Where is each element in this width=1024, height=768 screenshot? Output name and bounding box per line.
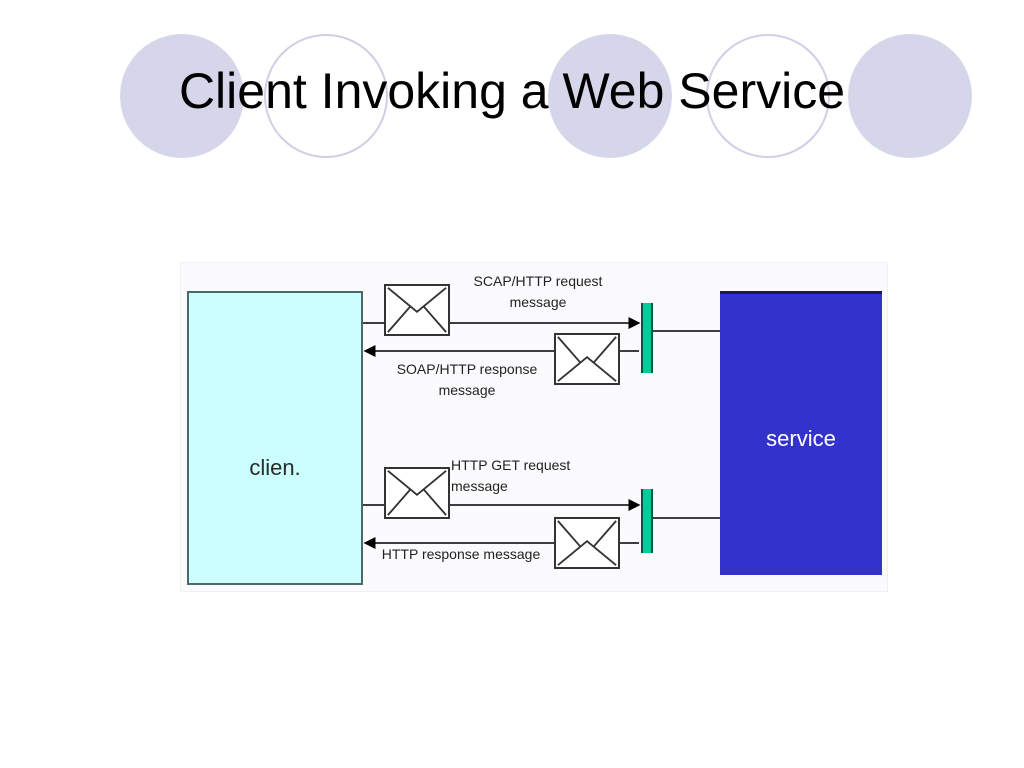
soap-response-label-line-2: message xyxy=(438,382,496,398)
header-circle-1 xyxy=(120,34,244,158)
soap-response-envelope-icon xyxy=(554,333,620,385)
service-box: service xyxy=(720,291,882,575)
http-response-envelope-icon xyxy=(554,517,620,569)
endpoint-bottom xyxy=(641,489,653,553)
get-request-label-line-1: HTTP GET request xyxy=(451,457,571,473)
soap-request-label-line-2: message xyxy=(509,294,567,310)
soap-request-envelope-icon xyxy=(384,284,450,336)
endpoint-top xyxy=(641,303,653,373)
soap-request-label-line-1: SCAP/HTTP request xyxy=(473,273,603,289)
web-service-diagram: clien. service SCAP/HTTP request message… xyxy=(180,262,888,592)
get-request-label: HTTP GET request message xyxy=(451,455,581,497)
client-box: clien. xyxy=(187,291,363,585)
get-request-envelope-icon xyxy=(384,467,450,519)
slide-title: Client Invoking a Web Service xyxy=(178,63,846,119)
get-request-label-line-2: message xyxy=(451,478,508,494)
header-circle-3 xyxy=(548,34,672,158)
service-label: service xyxy=(766,426,836,451)
header-circle-4 xyxy=(706,34,830,158)
soap-request-label: SCAP/HTTP request message xyxy=(463,271,613,313)
header-circle-2 xyxy=(264,34,388,158)
soap-response-label: SOAP/HTTP response message xyxy=(387,359,547,401)
soap-response-label-line-1: SOAP/HTTP response xyxy=(396,361,538,377)
header-circle-5 xyxy=(848,34,972,158)
http-response-label: HTTP response message xyxy=(381,546,541,562)
client-label: clien. xyxy=(249,455,301,480)
